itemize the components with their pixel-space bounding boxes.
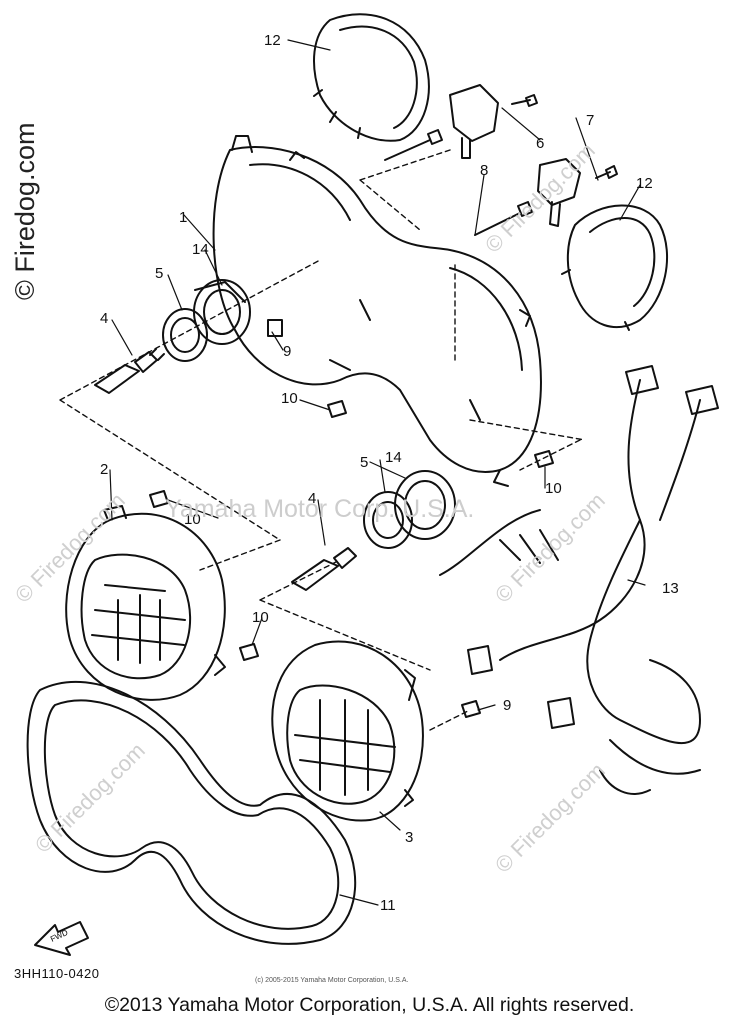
- callout-14-lower: 14: [385, 449, 402, 466]
- callout-10-c: 10: [184, 511, 201, 528]
- callout-9-upper: 9: [283, 343, 291, 360]
- callout-14-upper: 14: [192, 241, 209, 258]
- assembly-lines: [59, 149, 586, 731]
- leader-lines: [109, 39, 646, 906]
- callout-9-lower: 9: [503, 697, 511, 714]
- bezel-11: [26, 680, 357, 945]
- callout-10-d: 10: [252, 609, 269, 626]
- callout-4-upper: 4: [100, 310, 108, 327]
- side-watermark: © Firedog.com: [10, 122, 40, 300]
- headlight-2: [65, 505, 226, 701]
- copyright-footer: ©2013 Yamaha Motor Corporation, U.S.A. A…: [104, 994, 635, 1016]
- callout-6: 6: [536, 135, 544, 152]
- bracket-6: [449, 84, 581, 227]
- fwd-arrow-icon: [34, 921, 89, 956]
- callout-10-b: 10: [545, 480, 562, 497]
- gasket-5-lower: [363, 491, 413, 549]
- bolt-7: [511, 94, 618, 179]
- housing-1: [212, 135, 542, 487]
- callout-4-lower: 4: [308, 490, 316, 507]
- callout-1: 1: [179, 209, 187, 226]
- callout-3: 3: [405, 829, 413, 846]
- gasket-5-upper: [162, 308, 208, 362]
- callout-5-upper: 5: [155, 265, 163, 282]
- bulb-10: [149, 400, 554, 661]
- bulb-4-lower: [291, 547, 357, 591]
- bolt-8: [384, 129, 533, 236]
- callout-8: 8: [480, 162, 488, 179]
- cover-12-right: [561, 204, 668, 331]
- fwd-label: FWD: [49, 928, 70, 944]
- bulb-4-upper: [94, 348, 165, 394]
- small-copyright: (c) 2005-2015 Yamaha Motor Corporation, …: [255, 977, 409, 984]
- callout-2: 2: [100, 461, 108, 478]
- cover-12-top: [313, 13, 430, 142]
- callout-11: 11: [380, 897, 396, 914]
- callout-12-top: 12: [264, 32, 281, 49]
- callout-10-a: 10: [281, 390, 298, 407]
- center-watermark: Yamaha Motor Corp. U.S.A.: [165, 495, 475, 523]
- callout-labels: 12 7 6 8 12 1 14 5 4 9 10 5 14 10 2 4 10…: [49, 32, 679, 944]
- callout-12-right: 12: [636, 175, 653, 192]
- callout-13: 13: [662, 580, 679, 597]
- headlight-3: [271, 640, 424, 822]
- harness-13: [439, 365, 719, 795]
- callout-7: 7: [586, 112, 594, 129]
- callout-5-lower: 5: [360, 454, 368, 471]
- part-code: 3HH110-0420: [14, 966, 100, 981]
